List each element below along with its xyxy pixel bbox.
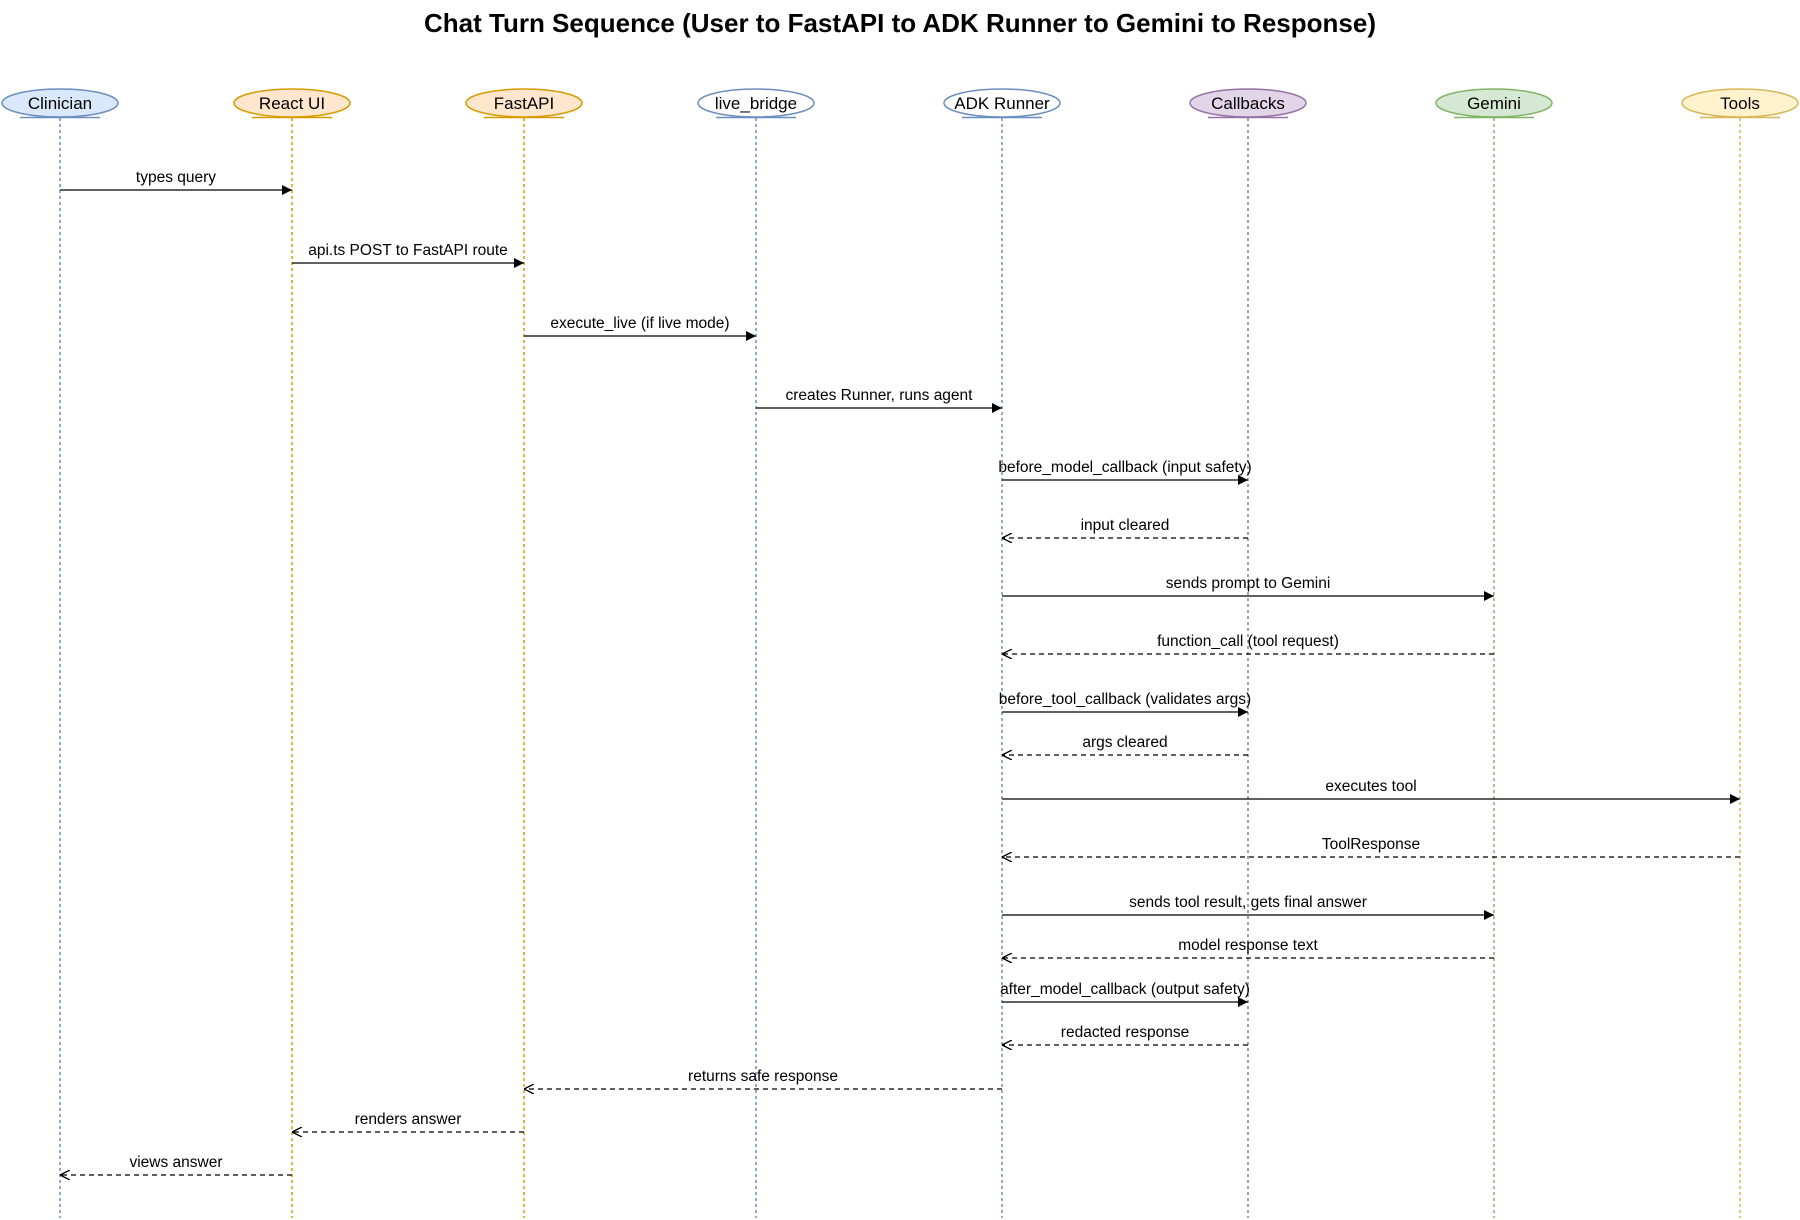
participant-adk_runner[interactable]: ADK Runner: [943, 88, 1061, 119]
message-label: input cleared: [1081, 517, 1170, 534]
message-12: ToolResponse: [1002, 836, 1740, 857]
message-17: returns safe response: [524, 1068, 1002, 1089]
participant-label: Gemini: [1467, 94, 1521, 113]
message-label: ToolResponse: [1322, 836, 1420, 853]
participant-label: ADK Runner: [954, 94, 1050, 113]
message-8: function_call (tool request): [1002, 633, 1494, 654]
message-10: args cleared: [1002, 734, 1248, 755]
message-label: args cleared: [1082, 734, 1167, 751]
message-5: before_model_callback (input safety): [998, 459, 1252, 485]
message-label: executes tool: [1325, 778, 1416, 795]
participant-label: Clinician: [28, 94, 92, 113]
message-label: before_model_callback (input safety): [998, 459, 1251, 476]
message-label: returns safe response: [688, 1068, 838, 1085]
message-2: api.ts POST to FastAPI route: [292, 242, 524, 268]
participant-gemini[interactable]: Gemini: [1435, 88, 1553, 119]
participant-label: live_bridge: [715, 94, 797, 113]
participant-live_bridge[interactable]: live_bridge: [697, 88, 815, 119]
message-13: sends tool result, gets final answer: [1002, 894, 1494, 920]
participant-label: Callbacks: [1211, 94, 1285, 113]
message-7: sends prompt to Gemini: [1002, 575, 1494, 601]
message-1: types query: [60, 169, 292, 195]
message-11: executes tool: [1002, 778, 1740, 804]
message-label: execute_live (if live mode): [550, 315, 729, 332]
message-3: execute_live (if live mode): [524, 315, 756, 341]
message-label: views answer: [129, 1154, 222, 1171]
message-label: sends prompt to Gemini: [1166, 575, 1331, 592]
message-6: input cleared: [1002, 517, 1248, 538]
message-4: creates Runner, runs agent: [756, 387, 1002, 413]
message-label: renders answer: [355, 1111, 462, 1128]
message-label: after_model_callback (output safety): [1000, 981, 1250, 998]
participant-tools[interactable]: Tools: [1681, 88, 1799, 119]
message-19: views answer: [60, 1154, 292, 1175]
message-label: function_call (tool request): [1157, 633, 1339, 650]
message-label: api.ts POST to FastAPI route: [308, 242, 508, 259]
participant-label: React UI: [259, 94, 325, 113]
message-label: types query: [136, 169, 216, 186]
participant-clinician[interactable]: Clinician: [1, 88, 119, 119]
message-label: redacted response: [1061, 1024, 1189, 1041]
participant-label: Tools: [1720, 94, 1760, 113]
participant-label: FastAPI: [494, 94, 554, 113]
message-18: renders answer: [292, 1111, 524, 1132]
message-label: before_tool_callback (validates args): [999, 691, 1251, 708]
participant-react_ui[interactable]: React UI: [233, 88, 351, 119]
message-9: before_tool_callback (validates args): [999, 691, 1251, 717]
message-label: sends tool result, gets final answer: [1129, 894, 1367, 911]
message-label: model response text: [1178, 937, 1318, 954]
message-label: creates Runner, runs agent: [786, 387, 974, 404]
participant-callbacks[interactable]: Callbacks: [1189, 88, 1307, 119]
diagram-title: Chat Turn Sequence (User to FastAPI to A…: [424, 8, 1376, 38]
message-14: model response text: [1002, 937, 1494, 958]
message-16: redacted response: [1002, 1024, 1248, 1045]
participant-fastapi[interactable]: FastAPI: [465, 88, 583, 119]
message-15: after_model_callback (output safety): [1000, 981, 1250, 1007]
